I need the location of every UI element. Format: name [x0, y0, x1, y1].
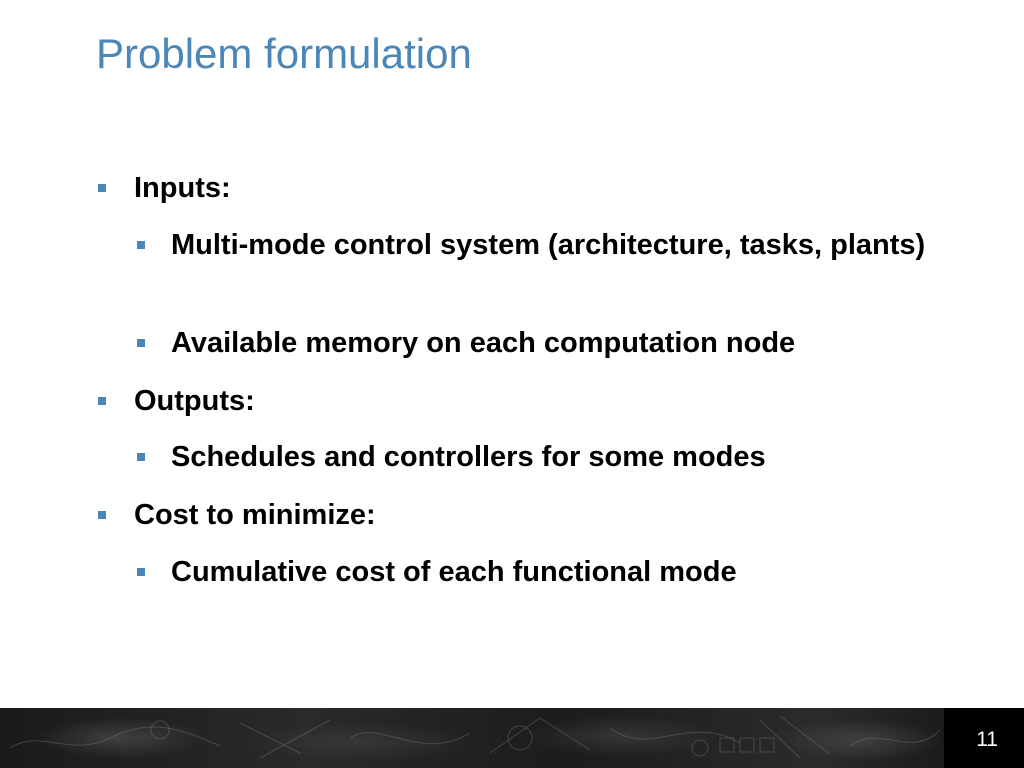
- chalkboard-texture: [9, 715, 941, 759]
- bullet-text: Multi-mode control system (architecture,…: [171, 229, 926, 261]
- square-bullet-icon: [137, 241, 145, 249]
- bullet-inputs-item-2: Available memory on each computation nod…: [137, 324, 796, 362]
- bullet-text: Available memory on each computation nod…: [171, 327, 796, 359]
- bullet-cost: Cost to minimize:: [98, 496, 376, 534]
- square-bullet-icon: [137, 339, 145, 347]
- bullet-text: Cost to minimize:: [134, 499, 376, 531]
- bullet-cost-item-1: Cumulative cost of each functional mode: [137, 553, 737, 591]
- square-bullet-icon: [137, 568, 145, 576]
- bullet-inputs: Inputs:: [98, 169, 231, 207]
- bullet-text: Cumulative cost of each functional mode: [171, 556, 737, 588]
- bullet-outputs: Outputs:: [98, 382, 255, 420]
- square-bullet-icon: [98, 511, 106, 519]
- bullet-text: Inputs:: [134, 172, 231, 204]
- page-number: 11: [976, 728, 998, 751]
- footer-band: [0, 708, 1024, 768]
- bullet-inputs-item-1: Multi-mode control system (architecture,…: [137, 226, 961, 264]
- bullet-text: Schedules and controllers for some modes: [171, 441, 766, 473]
- slide-title: Problem formulation: [96, 30, 472, 77]
- bullet-text: Outputs:: [134, 385, 255, 417]
- square-bullet-icon: [98, 184, 106, 192]
- square-bullet-icon: [137, 453, 145, 461]
- square-bullet-icon: [98, 397, 106, 405]
- bullet-outputs-item-1: Schedules and controllers for some modes: [137, 438, 766, 476]
- bullet-list: Inputs: Multi-mode control system (archi…: [98, 169, 961, 591]
- page-number-box: 11: [944, 708, 1024, 768]
